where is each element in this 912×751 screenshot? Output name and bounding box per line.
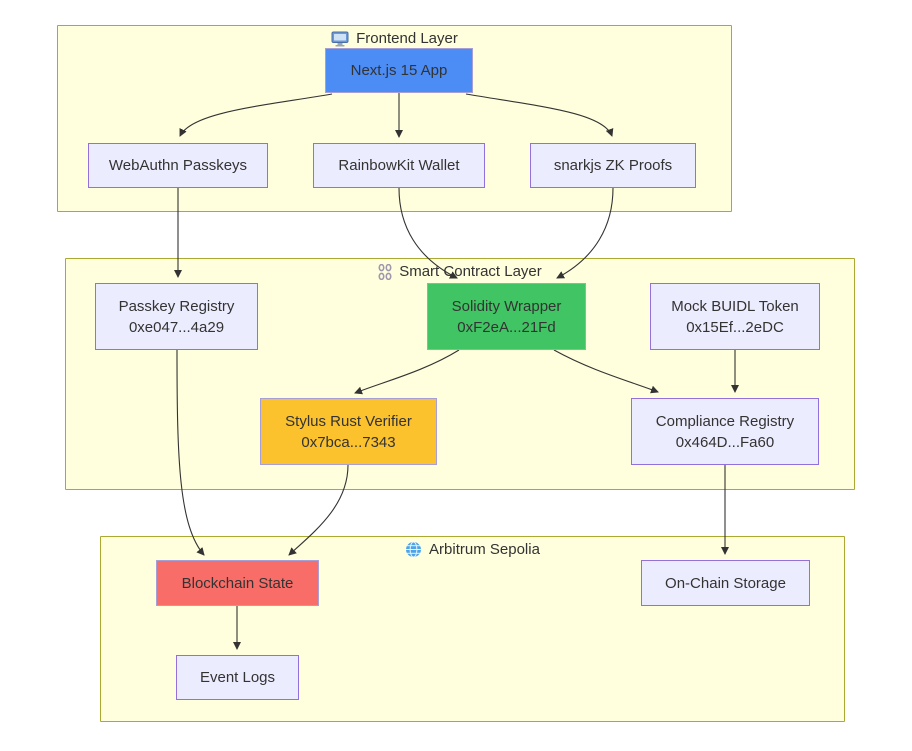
node-address: 0x464D...Fa60 bbox=[675, 433, 775, 451]
node-label: Compliance Registry bbox=[655, 412, 795, 430]
node-address: 0x15Ef...2eDC bbox=[686, 318, 784, 336]
node-passkey-registry: Passkey Registry 0xe047...4a29 bbox=[95, 283, 258, 350]
node-label: WebAuthn Passkeys bbox=[108, 157, 248, 174]
node-solidity-wrapper: Solidity Wrapper 0xF2eA...21Fd bbox=[427, 283, 586, 350]
node-address: 0xF2eA...21Fd bbox=[457, 318, 556, 336]
node-mock-buidl-token: Mock BUIDL Token 0x15Ef...2eDC bbox=[650, 283, 820, 350]
node-label: Blockchain State bbox=[181, 574, 294, 592]
node-label: Mock BUIDL Token bbox=[671, 297, 799, 315]
node-label: Stylus Rust Verifier bbox=[285, 412, 412, 430]
arbitrum-sepolia-title: Arbitrum Sepolia bbox=[101, 541, 844, 558]
node-compliance-registry: Compliance Registry 0x464D...Fa60 bbox=[631, 398, 819, 465]
node-stylus-rust-verifier: Stylus Rust Verifier 0x7bca...7343 bbox=[260, 398, 437, 465]
node-onchain-storage: On-Chain Storage bbox=[641, 560, 810, 606]
node-label: Event Logs bbox=[199, 669, 276, 686]
node-webauthn-passkeys: WebAuthn Passkeys bbox=[88, 143, 268, 188]
node-rainbowkit-wallet: RainbowKit Wallet bbox=[313, 143, 485, 188]
node-label: Next.js 15 App bbox=[350, 62, 448, 79]
node-label: RainbowKit Wallet bbox=[338, 157, 460, 174]
node-blockchain-state: Blockchain State bbox=[156, 560, 319, 606]
arbitrum-sepolia-label: Arbitrum Sepolia bbox=[429, 541, 540, 558]
node-event-logs: Event Logs bbox=[176, 655, 299, 700]
node-label: Passkey Registry bbox=[118, 297, 235, 315]
globe-icon bbox=[405, 541, 422, 558]
node-address: 0xe047...4a29 bbox=[128, 318, 225, 336]
node-label: Solidity Wrapper bbox=[451, 297, 562, 315]
node-nextjs-app: Next.js 15 App bbox=[325, 48, 473, 93]
smart-contract-layer-title: Smart Contract Layer bbox=[66, 263, 854, 280]
node-snarkjs-zk-proofs: snarkjs ZK Proofs bbox=[530, 143, 696, 188]
desktop-icon bbox=[331, 31, 349, 47]
frontend-layer-label: Frontend Layer bbox=[356, 30, 458, 47]
node-address: 0x7bca...7343 bbox=[301, 433, 396, 451]
smart-contract-layer-label: Smart Contract Layer bbox=[399, 263, 542, 280]
node-label: snarkjs ZK Proofs bbox=[553, 157, 673, 174]
frontend-layer-title: Frontend Layer bbox=[58, 30, 731, 47]
node-label: On-Chain Storage bbox=[665, 574, 786, 592]
chains-icon bbox=[378, 263, 392, 280]
